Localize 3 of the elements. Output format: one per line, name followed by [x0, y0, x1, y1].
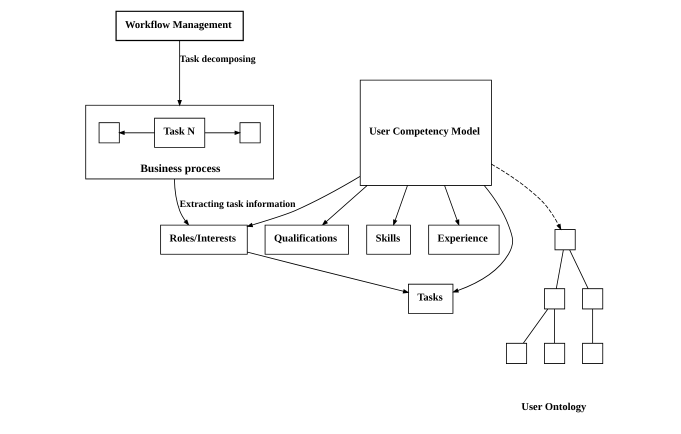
- edge-label: Extracting task information: [179, 198, 296, 210]
- label: User Ontology: [520, 402, 586, 414]
- edge-label: Task decomposing: [179, 54, 256, 66]
